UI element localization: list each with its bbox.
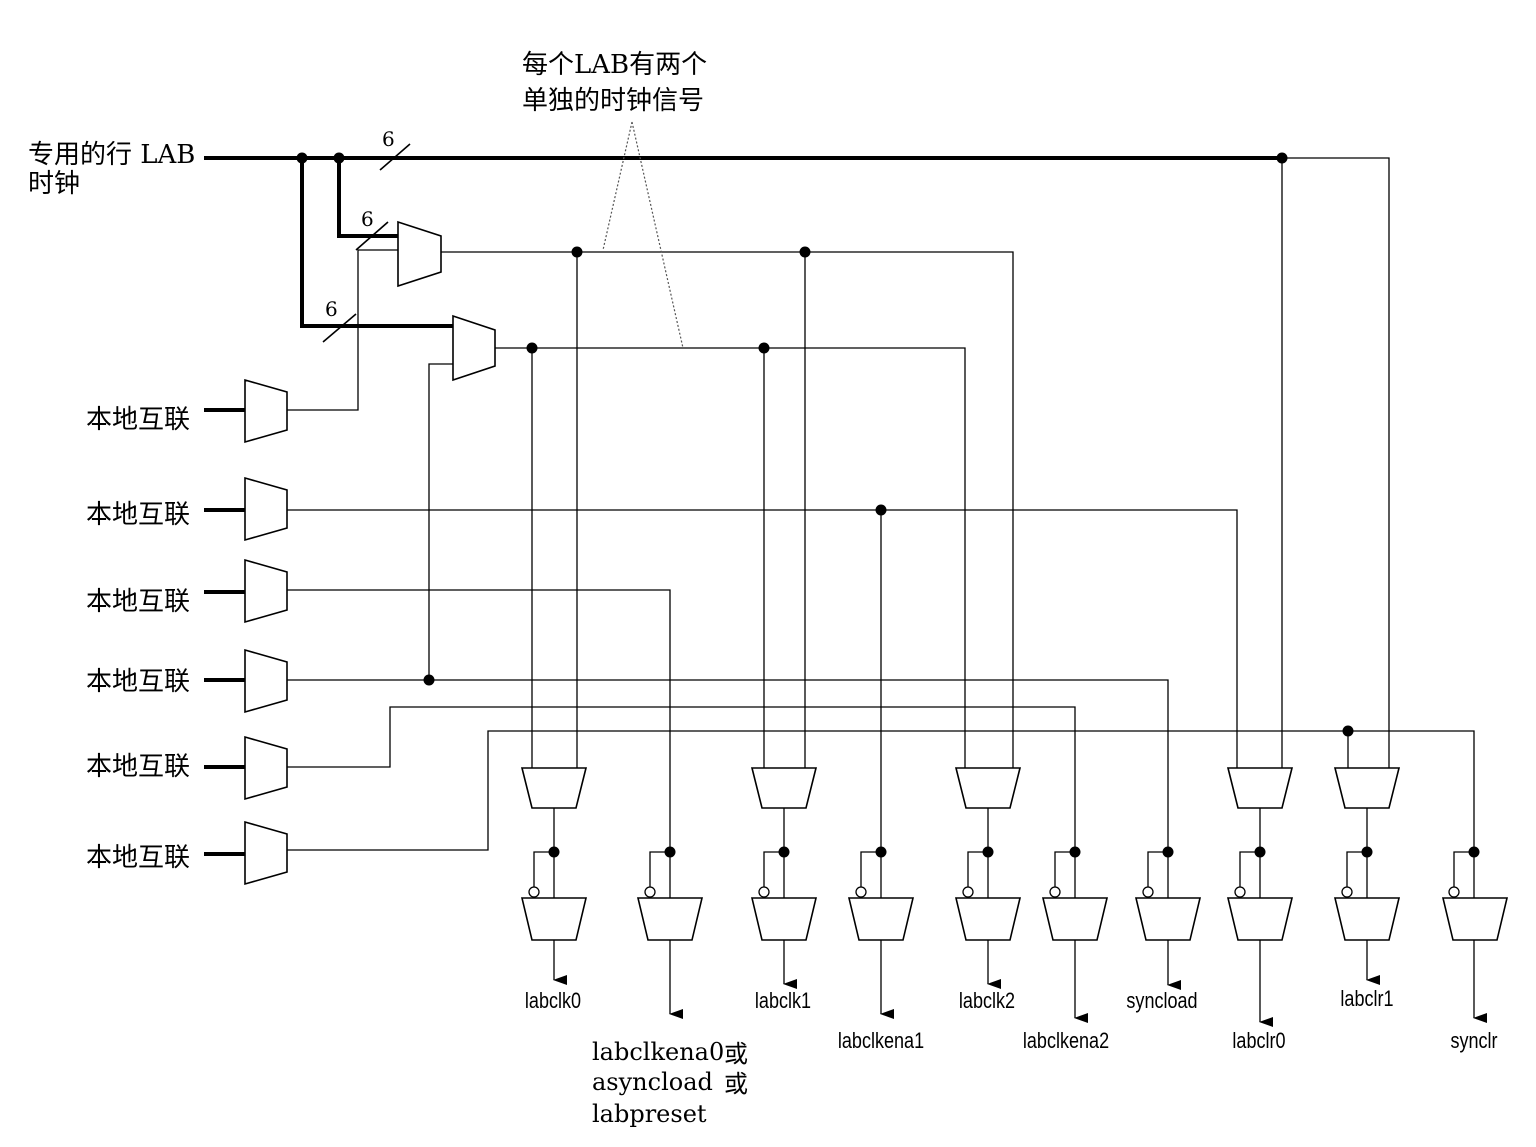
clock-select-mux: [397, 220, 442, 288]
output-label-labclkena2: labclkena2: [1023, 1029, 1109, 1053]
multi-output-line-1: labclkena0: [592, 1038, 724, 1066]
invert-mux: [1333, 897, 1401, 941]
local-mux: [244, 735, 288, 801]
local-input-stubs: [204, 408, 245, 856]
multiplexers: [244, 220, 1509, 941]
local-input-label: 本地互联: [86, 405, 190, 435]
inverter-bubbles: [528, 886, 1460, 898]
output-label-labclk2: labclk2: [959, 989, 1015, 1013]
bus-width-label: 6: [361, 207, 374, 231]
output-label-syncload: syncload: [1126, 989, 1197, 1013]
annotation-line-1: 每个LAB有两个: [522, 50, 707, 80]
local-mux: [244, 558, 288, 624]
output-select-mux: [750, 767, 818, 809]
output-select-mux: [1333, 767, 1401, 809]
annotation-line-2: 单独的时钟信号: [522, 86, 704, 116]
multi-output-or-2: 或: [724, 1070, 748, 1098]
bus-width-marks: [322, 143, 411, 343]
local-mux: [244, 648, 288, 714]
output-label-labclk1: labclk1: [755, 989, 811, 1013]
bus-width-label: 6: [325, 297, 338, 321]
output-label-labclr1: labclr1: [1340, 987, 1393, 1011]
invert-mux: [1041, 897, 1109, 941]
multi-output-line-3: labpreset: [592, 1100, 707, 1128]
invert-mux: [1134, 897, 1202, 941]
invert-mux: [520, 897, 588, 941]
invert-mux: [1226, 897, 1294, 941]
bus-width-label: 6: [382, 127, 395, 151]
invert-mux: [750, 897, 818, 941]
clock-bus: [204, 156, 1282, 328]
multi-output-or-1: 或: [724, 1040, 748, 1068]
clock-input-label-2: 时钟: [28, 169, 80, 199]
local-input-label: 本地互联: [86, 752, 190, 782]
wires: [287, 157, 1487, 1027]
output-label-labclkena1: labclkena1: [838, 1029, 924, 1053]
local-input-label: 本地互联: [86, 500, 190, 530]
output-select-mux: [1226, 767, 1294, 809]
output-label-labclr0: labclr0: [1232, 1029, 1285, 1053]
invert-mux: [1441, 897, 1509, 941]
output-select-mux: [520, 767, 588, 809]
output-select-mux: [954, 767, 1022, 809]
annotation-leaders: [602, 121, 684, 349]
local-mux: [244, 378, 288, 444]
multi-output-line-2: asyncload: [592, 1068, 713, 1096]
output-label-labclk0: labclk0: [525, 989, 581, 1013]
local-input-label: 本地互联: [86, 587, 190, 617]
local-mux: [244, 820, 288, 886]
clock-input-label-1: 专用的行 LAB: [28, 140, 195, 170]
output-label-synclr: synclr: [1450, 1029, 1497, 1053]
junction-dots: [296, 152, 1480, 858]
invert-mux: [847, 897, 915, 941]
invert-mux: [954, 897, 1022, 941]
clock-select-mux: [452, 314, 496, 382]
local-input-label: 本地互联: [86, 843, 190, 873]
invert-mux: [636, 897, 704, 941]
local-mux: [244, 476, 288, 542]
local-input-label: 本地互联: [86, 667, 190, 697]
